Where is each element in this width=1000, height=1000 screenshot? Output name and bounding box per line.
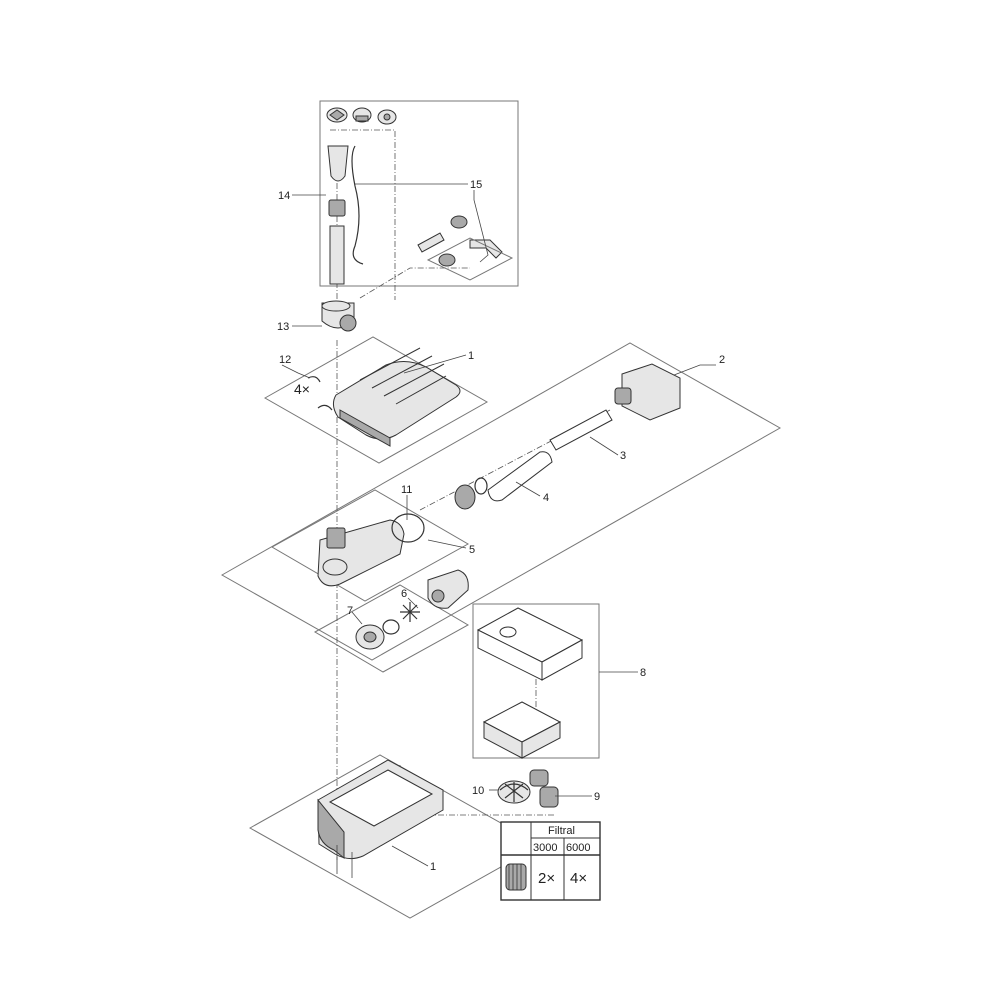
callout-1-lid: 1	[468, 350, 474, 362]
filter-foam-red	[482, 701, 562, 759]
callout-6: 6	[401, 588, 407, 600]
nozzle-attachments	[326, 107, 397, 125]
callout-7: 7	[347, 605, 353, 617]
filter-housing-base	[317, 759, 444, 878]
lid-clips	[307, 376, 333, 411]
table-col-6000: 6000	[566, 842, 590, 854]
pump-seal-rings	[355, 619, 400, 650]
table-val-3000: 2×	[538, 870, 555, 887]
pump-housing	[317, 513, 425, 587]
uvc-lamp	[549, 409, 613, 451]
bio-media-icon	[505, 863, 527, 891]
quartz-glass-tube	[454, 451, 553, 510]
leader-lines	[281, 183, 716, 867]
filter-foam-frame	[472, 603, 600, 759]
lid-frame	[263, 336, 489, 464]
hose-axis-line	[359, 267, 470, 299]
callout-1-base: 1	[430, 861, 436, 873]
table-header-filtral: Filtral	[548, 825, 575, 837]
bio-media-quantity-table: Filtral 3000 6000 2× 4×	[500, 821, 601, 901]
three-way-diverter	[321, 300, 357, 332]
impeller	[400, 602, 420, 622]
callout-4: 4	[543, 492, 549, 504]
impeller-frame	[313, 584, 470, 673]
callout-2: 2	[719, 354, 725, 366]
filter-foam-blue	[476, 607, 584, 681]
callout-10: 10	[472, 785, 484, 797]
hose-adapter-parts	[417, 215, 503, 267]
pump-assembly-frame	[220, 342, 782, 661]
bio-media-spheres	[497, 769, 559, 808]
filter-lid	[332, 347, 461, 447]
callout-15: 15	[470, 179, 482, 191]
callout-9: 9	[594, 791, 600, 803]
quantity-12: 4×	[294, 381, 310, 397]
adapter-subframe	[426, 237, 514, 281]
telescopic-extension	[327, 145, 364, 285]
callout-8: 8	[640, 667, 646, 679]
callout-11: 11	[401, 484, 412, 496]
table-val-6000: 4×	[570, 870, 587, 887]
callout-3: 3	[620, 450, 626, 462]
pump-motor	[427, 569, 469, 609]
table-col-3000: 3000	[533, 842, 557, 854]
nozzle-axis-line	[330, 129, 396, 300]
callout-5: 5	[469, 544, 475, 556]
callout-14: 14	[278, 190, 290, 202]
callout-13: 13	[277, 321, 289, 333]
callout-12: 12	[279, 354, 291, 366]
uvc-ballast-unit	[614, 363, 681, 421]
fountain-kit-frame	[319, 100, 519, 287]
